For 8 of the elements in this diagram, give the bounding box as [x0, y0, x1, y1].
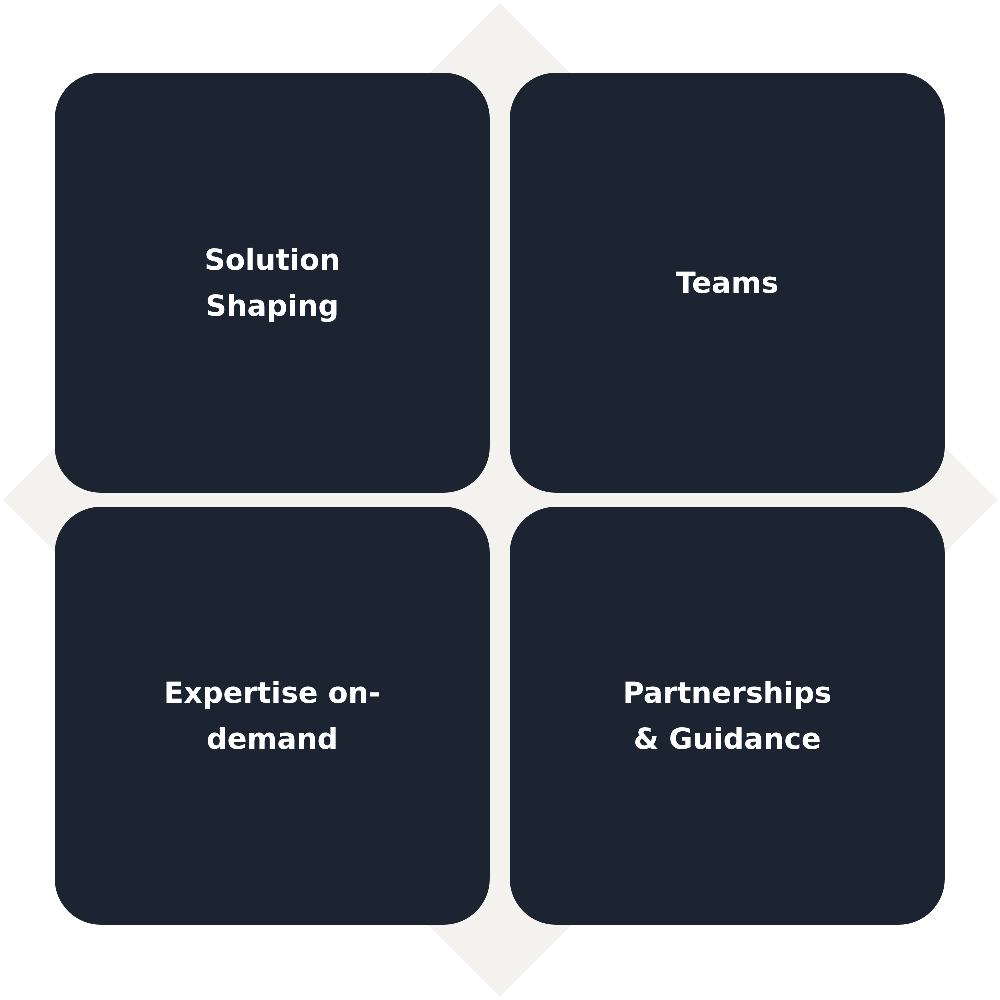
tile-label: Teams [676, 265, 779, 302]
rounded-tile [55, 507, 490, 925]
rounded-tile [55, 73, 490, 493]
rounded-tile [510, 73, 945, 493]
rounded-tile [510, 507, 945, 925]
tile-label: Solution Shaping [204, 242, 342, 325]
tile-label: Partnerships & Guidance [622, 675, 833, 758]
tile-label: Expertise on-demand [163, 675, 382, 758]
